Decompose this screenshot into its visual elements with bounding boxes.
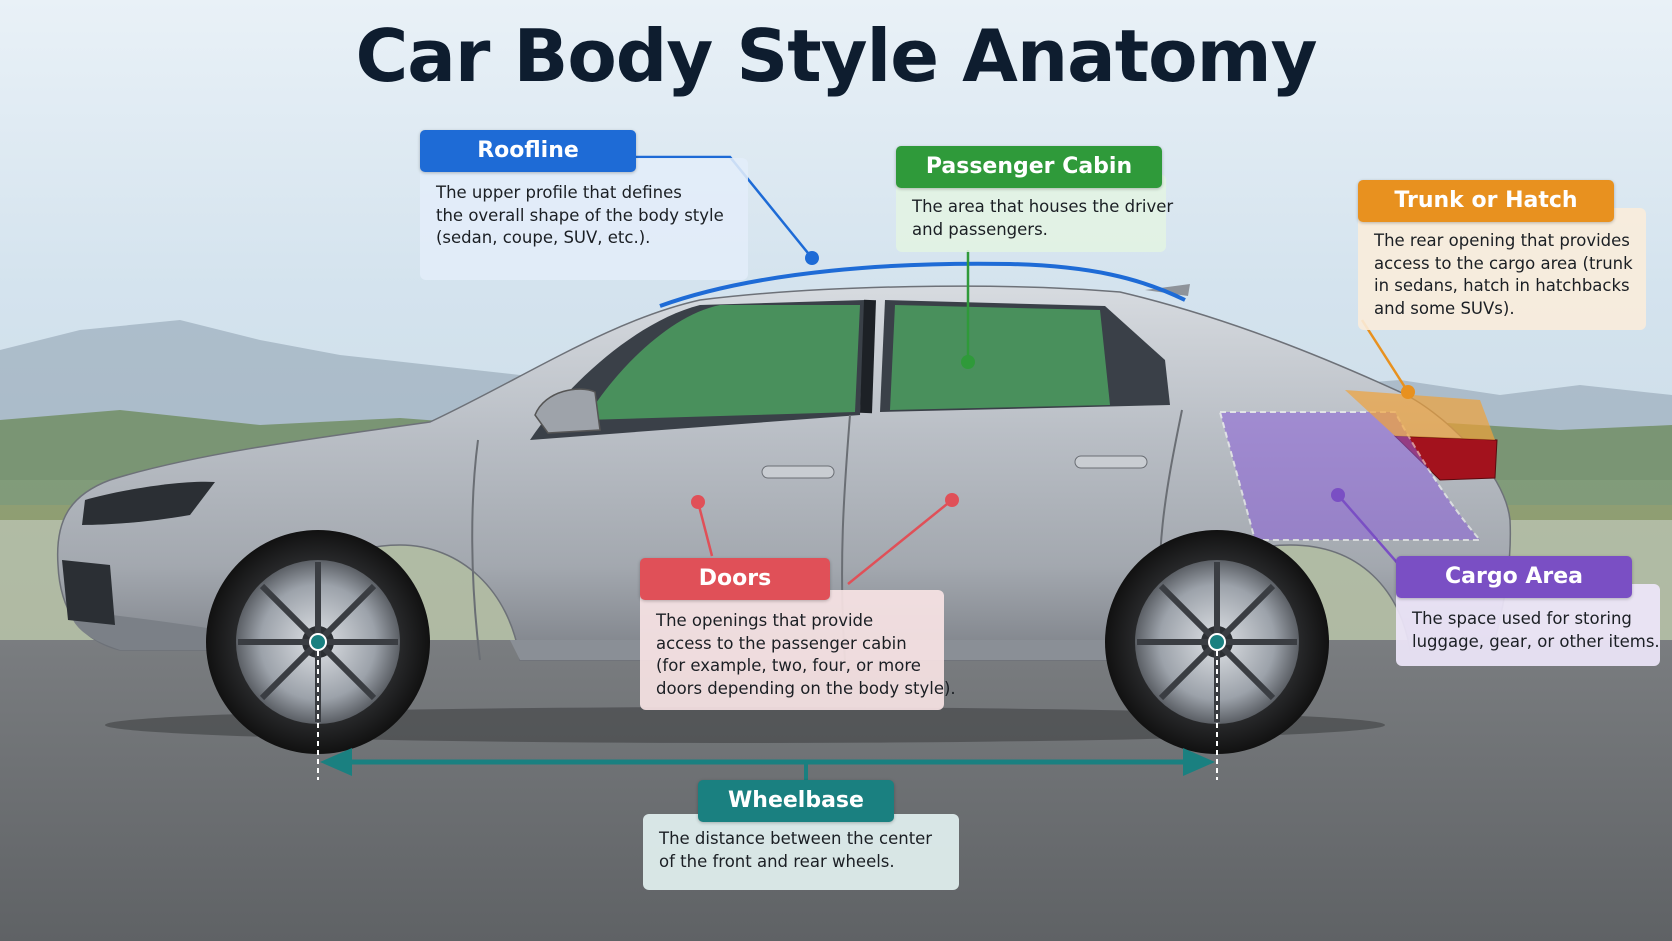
callout-roofline-label: Roofline — [420, 130, 636, 172]
description-line: of the front and rear wheels. — [659, 851, 895, 871]
description-line: and some SUVs). — [1374, 298, 1515, 318]
callout-cargo-area-label: Cargo Area — [1396, 556, 1632, 598]
description-line: access to the passenger cabin — [656, 633, 907, 653]
callout-roofline-description: The upper profile that defines the overa… — [420, 158, 748, 280]
description-line: luggage, gear, or other items. — [1412, 631, 1660, 651]
description-line: The openings that provide — [656, 611, 874, 630]
callout-doors-description: The openings that provide access to the … — [640, 590, 956, 710]
callout-doors-label: Doors — [640, 558, 830, 600]
description-line: (sedan, coupe, SUV, etc.). — [436, 228, 651, 247]
description-line: in sedans, hatch in hatchbacks — [1374, 276, 1630, 295]
description-line: doors depending on the body style). — [656, 678, 956, 698]
description-line: and passengers. — [912, 219, 1048, 239]
description-line: the overall shape of the body style — [436, 205, 724, 225]
description-line: The area that houses the driver — [912, 197, 1174, 216]
description-line: access to the cargo area (trunk — [1374, 253, 1633, 273]
description-line: The rear opening that provides — [1374, 231, 1630, 250]
callout-trunk-or-hatch-description: The rear opening that provides access to… — [1358, 208, 1646, 330]
callout-wheelbase-label: Wheelbase — [698, 780, 894, 822]
description-line: The space used for storing — [1412, 609, 1632, 628]
description-line: The distance between the center — [659, 829, 933, 848]
description-line: (for example, two, four, or more — [656, 656, 921, 675]
callout-wheelbase-description: The distance between the center of the f… — [643, 814, 959, 890]
description-line: The upper profile that defines — [436, 183, 682, 202]
callout-passenger-cabin-label: Passenger Cabin — [896, 146, 1162, 188]
page-title: Car Body Style Anatomy — [355, 14, 1317, 98]
callout-trunk-or-hatch-label: Trunk or Hatch — [1358, 180, 1614, 222]
